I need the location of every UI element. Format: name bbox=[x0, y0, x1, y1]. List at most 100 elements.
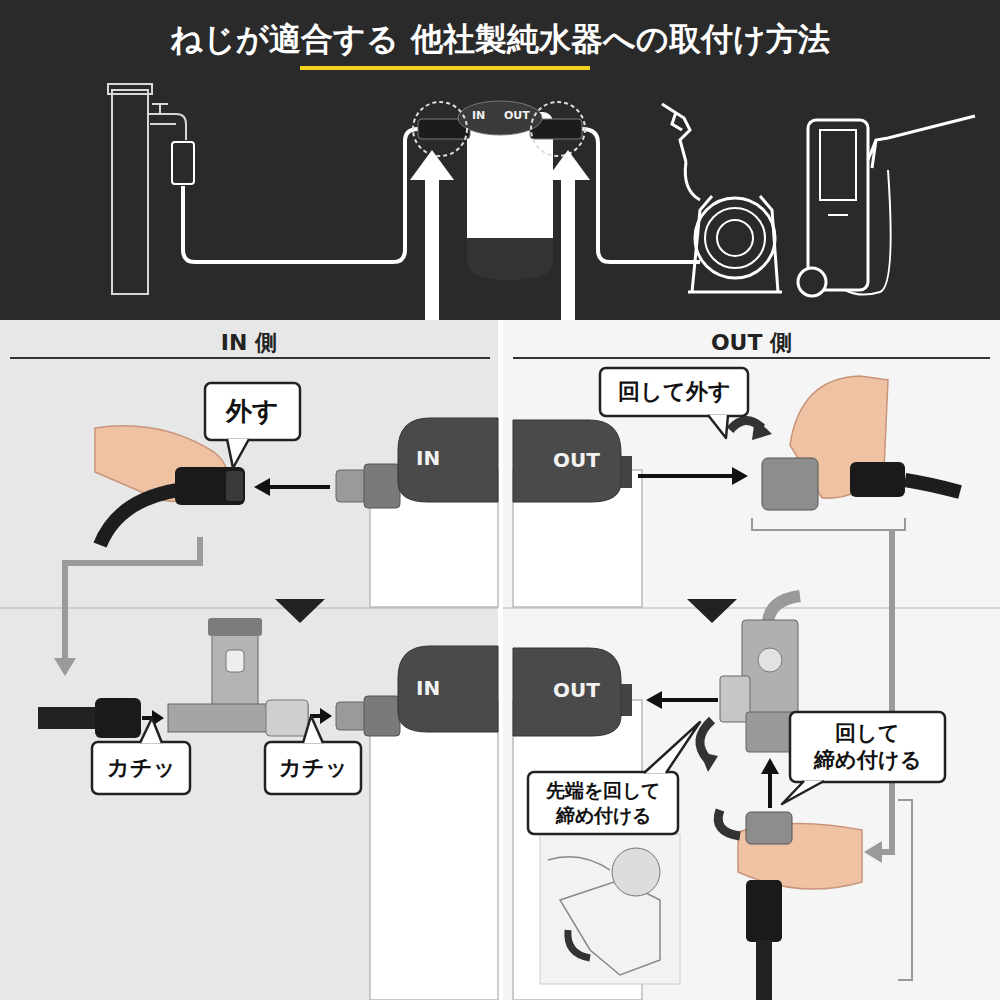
quick-fitting bbox=[364, 464, 400, 508]
direction-arrow bbox=[768, 772, 772, 808]
speech-bubble: カチッ bbox=[92, 742, 190, 794]
thread-adapter bbox=[762, 458, 818, 510]
hose-reel bbox=[705, 208, 765, 268]
cap-top bbox=[458, 101, 542, 135]
callout-text: カチッ bbox=[92, 742, 190, 794]
step-triangle bbox=[275, 599, 325, 623]
hose-reel bbox=[717, 220, 753, 256]
bubble-box bbox=[528, 772, 678, 834]
purifier-base bbox=[467, 238, 553, 280]
bubble-tail bbox=[227, 439, 249, 468]
pressure-washer bbox=[808, 120, 868, 290]
callout-text: カチッ bbox=[265, 742, 361, 794]
cap-shape bbox=[513, 648, 621, 736]
flow-arrow bbox=[410, 150, 454, 320]
hose bbox=[183, 129, 418, 262]
bubble-tail bbox=[140, 718, 162, 743]
reel-frame bbox=[688, 196, 782, 292]
title-underline bbox=[300, 66, 590, 70]
flow-arrow-grey bbox=[864, 841, 882, 863]
hose-coupling bbox=[95, 698, 141, 738]
quick-fitting bbox=[364, 696, 400, 736]
port-label: OUT bbox=[504, 109, 530, 122]
photo-inset bbox=[540, 834, 680, 984]
callout-text: 回して 締め付ける bbox=[790, 712, 945, 782]
cap-shape bbox=[513, 420, 621, 502]
flow-arrow bbox=[546, 150, 590, 320]
bubble-box bbox=[790, 712, 945, 782]
direction-arrow bbox=[320, 708, 332, 724]
bubble-tail bbox=[303, 716, 323, 743]
purifier-cap-outline bbox=[398, 418, 498, 502]
section-heading: OUT 側 bbox=[503, 328, 1000, 358]
purifier-head: INOUT bbox=[412, 100, 588, 150]
speech-bubble: 先端を回して 締め付ける bbox=[528, 772, 678, 834]
callout-text: 先端を回して 締め付ける bbox=[528, 772, 678, 834]
bubble-tail bbox=[708, 415, 728, 438]
callout-text: 外す bbox=[205, 383, 300, 440]
rotate-arrow bbox=[700, 752, 718, 772]
port-label: IN bbox=[416, 676, 440, 700]
bubble-tail bbox=[644, 722, 700, 773]
section-panel: OUT 側回して外す OUT OUT 回して 締め付ける先端を回して 締め付ける bbox=[503, 320, 1000, 1000]
arrow-head bbox=[410, 150, 454, 180]
panel-background bbox=[503, 320, 1000, 1000]
speech-bubble: カチッ bbox=[265, 742, 361, 794]
rotate-arrow bbox=[568, 930, 590, 958]
flow-arrow-grey bbox=[880, 530, 892, 852]
direction-arrow bbox=[638, 474, 734, 478]
garden-hose bbox=[38, 707, 100, 729]
page-title: ねじが適合する 他社製純水器への取付け方法 bbox=[0, 18, 1000, 62]
highlight-circle bbox=[413, 102, 467, 156]
purifier-cap: IN bbox=[398, 418, 498, 502]
arrow-head bbox=[546, 150, 590, 180]
bubble-tail bbox=[782, 781, 824, 804]
garden-hose bbox=[100, 490, 178, 545]
arrow-shaft bbox=[425, 178, 439, 320]
quick-fitting bbox=[336, 702, 366, 730]
speech-bubble: 外す bbox=[205, 383, 300, 440]
step-triangle bbox=[687, 599, 737, 623]
flow-arrow-grey bbox=[54, 658, 76, 676]
direction-arrow bbox=[646, 691, 662, 709]
valve bbox=[758, 648, 782, 672]
valve bbox=[746, 712, 796, 752]
port-label: IN bbox=[416, 446, 440, 470]
panel-background bbox=[0, 320, 498, 1000]
bracket bbox=[752, 518, 905, 530]
hose-coupling bbox=[226, 471, 243, 501]
hose-coupling bbox=[175, 467, 245, 505]
heading-rule bbox=[10, 357, 490, 359]
rotate-arrow bbox=[718, 810, 740, 836]
photo-inset bbox=[612, 848, 660, 896]
port-label: OUT bbox=[553, 448, 600, 472]
rotate-arrow bbox=[752, 418, 772, 440]
direction-arrow bbox=[254, 478, 270, 496]
arrow-shaft bbox=[561, 178, 575, 320]
thread-stub bbox=[620, 684, 632, 716]
section-panel: IN 側外すININカチッカチッ bbox=[0, 320, 498, 1000]
purifier-cap: OUT bbox=[513, 420, 621, 502]
purifier-cap: IN bbox=[398, 646, 498, 732]
bubble-box bbox=[205, 383, 300, 440]
reel-hose bbox=[685, 162, 700, 200]
cap-shape bbox=[398, 418, 498, 502]
purifier-body bbox=[370, 700, 498, 1000]
t-joint bbox=[212, 628, 258, 708]
bubble-box bbox=[600, 368, 748, 416]
garden-hose bbox=[756, 940, 772, 1000]
hose-coupling bbox=[850, 462, 905, 497]
heading-rule bbox=[513, 357, 990, 359]
callout-text: 回して外す bbox=[600, 368, 748, 416]
purifier-cap: OUT bbox=[513, 648, 621, 736]
direction-arrow bbox=[732, 467, 748, 485]
faucet bbox=[148, 104, 186, 140]
spray-gun bbox=[662, 104, 690, 162]
highlight-circle bbox=[531, 102, 585, 156]
valve-pipe bbox=[768, 596, 800, 622]
bubble-box bbox=[265, 742, 361, 794]
washer-hose bbox=[845, 170, 891, 295]
top-band bbox=[0, 0, 1000, 320]
bubble-box bbox=[92, 742, 190, 794]
washer-lance bbox=[868, 116, 975, 168]
